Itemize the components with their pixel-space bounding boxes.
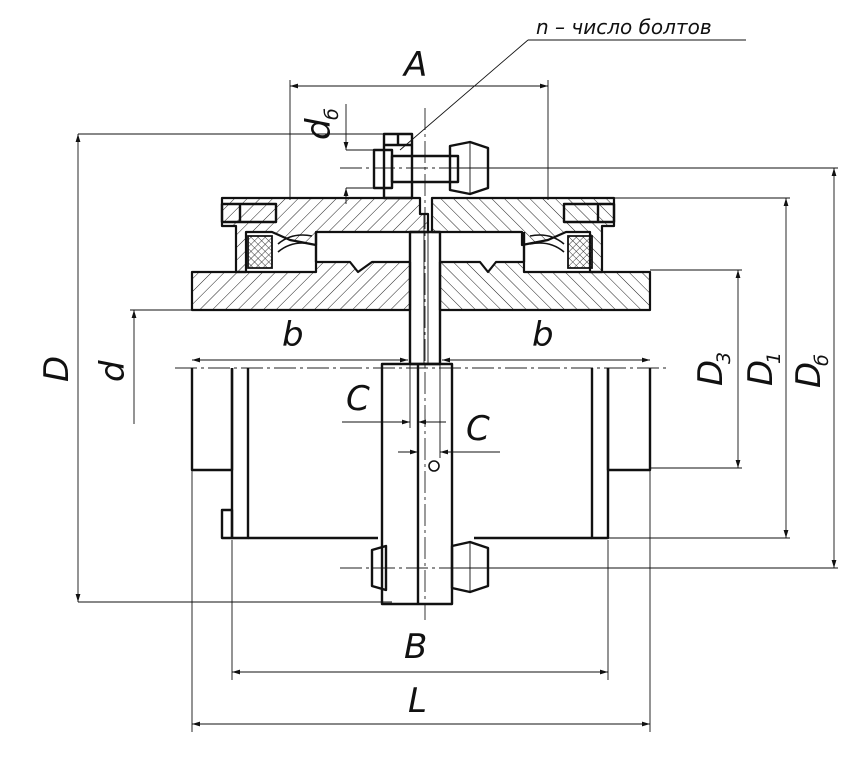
left-end-screw (220, 202, 278, 224)
label-D1: D 1 (741, 352, 785, 386)
svg-text:D: D (789, 362, 829, 388)
label-b-right: b (532, 315, 554, 355)
left-teeth-arc (277, 234, 313, 253)
label-d: d (93, 360, 133, 382)
label-Db: D б (789, 354, 833, 388)
center-flange-lower (380, 362, 454, 606)
left-sleeve-flange (220, 196, 430, 274)
right-shaft-end (606, 368, 652, 472)
svg-text:D: D (691, 360, 731, 386)
left-flange-screw (220, 508, 234, 540)
label-b-left: b (282, 315, 304, 355)
bolt-count-note: n – число болтов (536, 15, 712, 39)
svg-text:1: 1 (763, 352, 785, 364)
left-shaft-end (190, 368, 234, 472)
center-hole (428, 460, 440, 472)
top-flange-bolt (382, 132, 414, 200)
svg-text:D: D (741, 360, 781, 386)
lower-half (190, 362, 652, 606)
left-sleeve-body (230, 368, 250, 540)
dimension-lines (75, 39, 837, 727)
top-bolt-shank (390, 154, 460, 184)
right-seal (567, 235, 593, 269)
label-D: D (37, 356, 77, 382)
svg-text:d: d (93, 360, 133, 382)
labels: n – число болтов A d б D d b b C C D 3 D… (37, 15, 833, 721)
svg-text:d: d (299, 118, 339, 140)
upper-section (190, 132, 652, 366)
right-sleeve-body (590, 368, 610, 540)
label-L: L (408, 681, 427, 721)
right-end-screw (562, 202, 616, 224)
label-B: B (404, 627, 427, 667)
bolt-note-leader (399, 39, 529, 151)
label-C-left: C (346, 379, 370, 419)
label-C-right: C (466, 409, 490, 449)
right-hub (438, 260, 652, 312)
extension-lines (78, 80, 838, 732)
label-D3: D 3 (691, 352, 735, 386)
left-seal (247, 235, 273, 269)
svg-text:б: б (811, 354, 833, 366)
label-A: A (402, 45, 427, 85)
label-db: d б (299, 108, 343, 140)
svg-text:б: б (321, 108, 343, 120)
svg-text:D: D (37, 356, 77, 382)
right-teeth-arc (529, 234, 565, 253)
left-hub (190, 260, 412, 312)
top-bolt-left-head (372, 148, 394, 190)
svg-text:3: 3 (713, 352, 735, 364)
bottom-bolt-head (370, 544, 388, 592)
